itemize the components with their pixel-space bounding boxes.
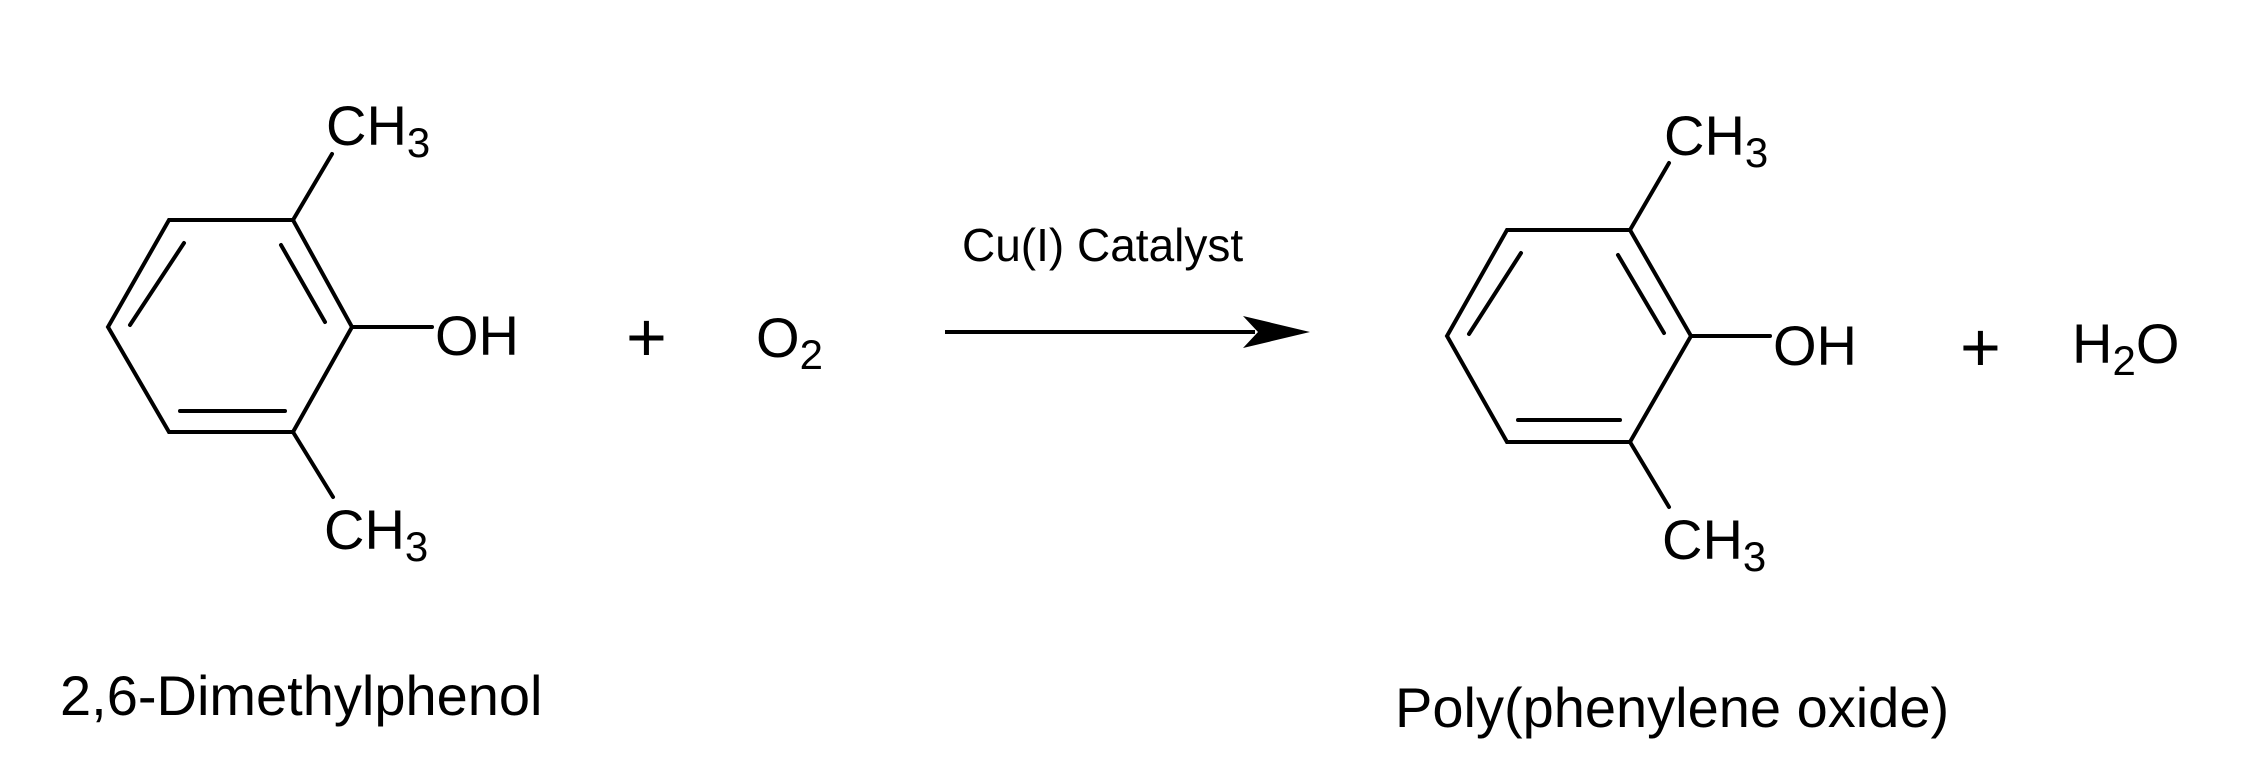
plus-sign-1: +: [626, 298, 667, 376]
product-methyl-bond-bottom: [1628, 440, 1671, 509]
product-benzene-ring: [1444, 228, 1694, 444]
reactant-methyl-label-bottom: CH3: [324, 498, 429, 570]
reactant-methyl-bond-top: [291, 152, 334, 222]
reactant-methyl-label-top: CH3: [326, 94, 431, 166]
product-hydroxyl-label: OH: [1773, 314, 1857, 377]
oxygen-label: O2: [756, 306, 823, 378]
product-methyl-bond-top: [1628, 161, 1671, 232]
product-name: Poly(phenylene oxide): [1395, 676, 1950, 739]
product-substituent-bonds: [1628, 161, 1772, 509]
product-methyl-label-top: CH3: [1664, 104, 1769, 176]
catalyst-label: Cu(I) Catalyst: [962, 219, 1244, 271]
reactant-name: 2,6-Dimethylphenol: [60, 664, 543, 727]
reactant-substituent-bonds: [291, 152, 434, 499]
water-label: H2O: [2072, 312, 2180, 384]
product-methyl-label-bottom: CH3: [1662, 508, 1767, 580]
reactant-hydroxyl-label: OH: [435, 304, 519, 367]
reactant-methyl-bond-bottom: [291, 430, 335, 499]
reactant-benzene-ring: [105, 218, 355, 434]
plus-sign-2: +: [1960, 308, 2001, 386]
reaction-arrow: [945, 316, 1310, 348]
